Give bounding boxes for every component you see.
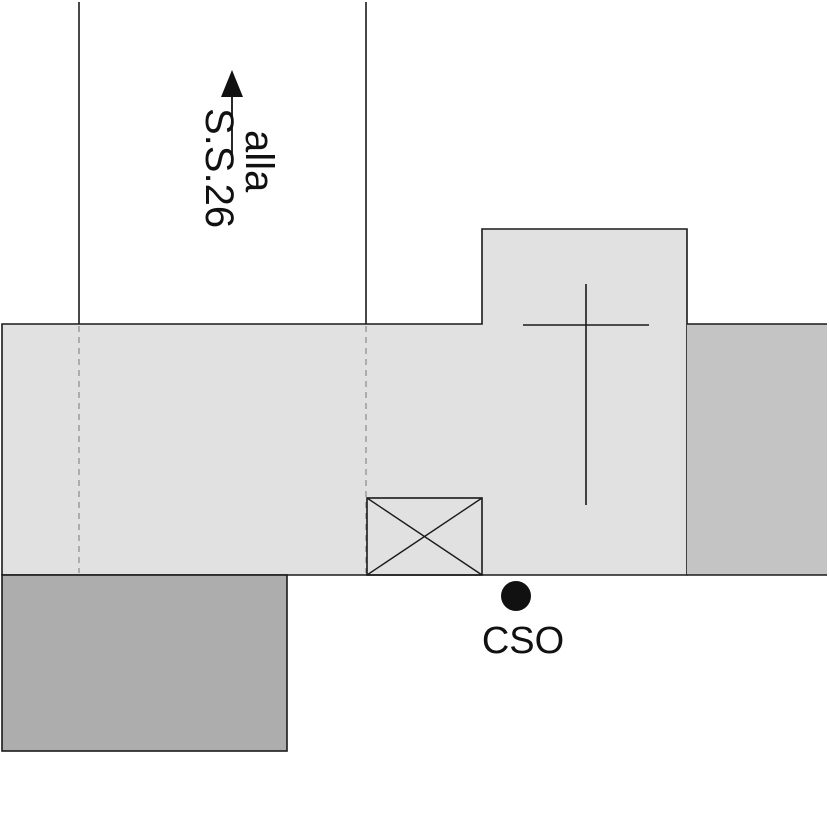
manhole-crossed-box-icon: [366, 497, 483, 576]
main-road-area: [1, 228, 688, 576]
cso-label: CSO: [482, 620, 564, 662]
road-direction-line1: alla: [237, 130, 281, 193]
cso-marker-icon: [501, 581, 531, 611]
road-direction-label: alla S.S.26: [197, 108, 281, 228]
direction-arrow-up-icon: [221, 70, 243, 160]
building-right: [687, 324, 827, 575]
church-cross-icon: [523, 284, 649, 505]
road-direction-line2: S.S.26: [197, 108, 241, 228]
building-bottom-left: [1, 574, 288, 752]
